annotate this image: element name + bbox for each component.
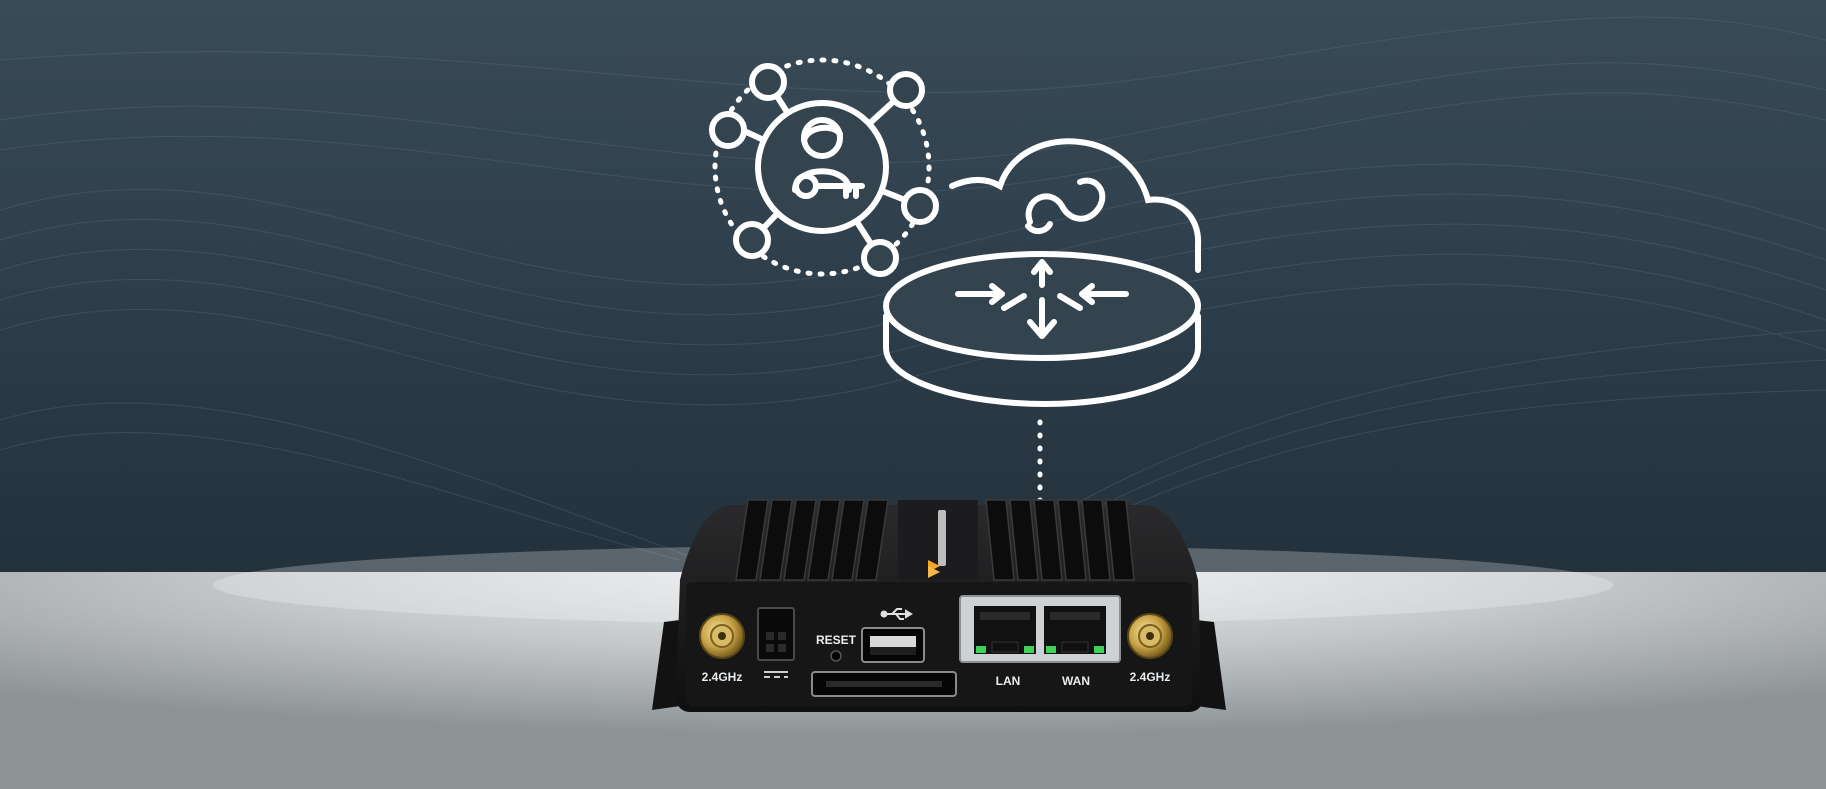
cloud-icon — [949, 138, 1202, 273]
lan-label: LAN — [996, 674, 1021, 688]
antenna-right-label: 2.4GHz — [1130, 670, 1171, 684]
usb-icon — [880, 608, 913, 620]
wan-port[interactable] — [1044, 606, 1106, 654]
router-device: 2.4GHz RESET — [652, 499, 1226, 712]
lan-port[interactable] — [974, 606, 1036, 654]
brand-logo — [928, 510, 946, 578]
antenna-connector-right — [1127, 613, 1173, 659]
dc-power-icon — [757, 607, 795, 678]
wan-label: WAN — [1062, 674, 1090, 688]
antenna-left-label: 2.4GHz — [702, 670, 743, 684]
usb-port[interactable] — [861, 627, 925, 663]
network-user-key-icon — [709, 57, 939, 277]
heatsink-fins — [735, 499, 1135, 581]
reset-button[interactable] — [830, 650, 842, 662]
reset-label: RESET — [816, 633, 857, 647]
antenna-connector-left — [699, 613, 745, 659]
router-icon — [883, 251, 1201, 407]
